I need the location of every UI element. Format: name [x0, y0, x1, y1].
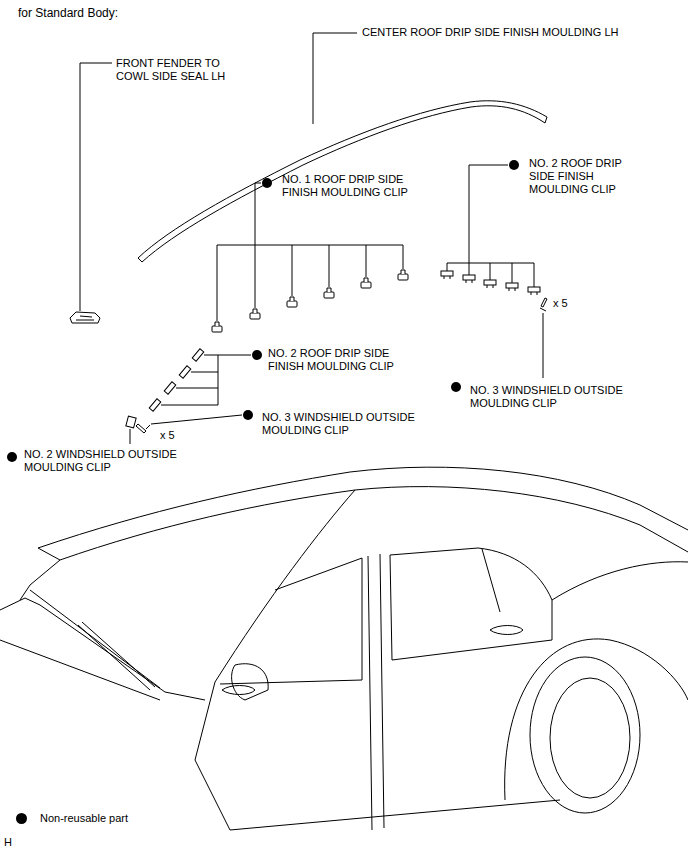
- diagram-title: for Standard Body:: [18, 6, 118, 20]
- clip: [250, 309, 260, 319]
- non-reusable-dot: [262, 178, 272, 188]
- part-name: NO. 3 WINDSHIELD OUTSIDE MOULDING CLIP: [262, 411, 442, 437]
- car-line: [60, 487, 688, 560]
- car-line: [30, 590, 160, 688]
- clip: [506, 283, 518, 291]
- clip: [441, 271, 453, 279]
- part-name: NO. 3 WINDSHIELD OUTSIDE MOULDING CLIP: [470, 384, 650, 410]
- leader-line: [80, 63, 112, 311]
- car-line: [505, 639, 688, 800]
- leader-line: [255, 183, 261, 245]
- non-reusable-dot: [451, 382, 461, 392]
- car-line: [482, 549, 500, 612]
- leader-line: [217, 245, 403, 321]
- clip: [126, 416, 136, 428]
- car-line: [390, 548, 552, 660]
- clip: [398, 270, 408, 280]
- car-illustration: [0, 467, 688, 830]
- car-line: [0, 598, 205, 700]
- figure-code: H: [4, 836, 24, 849]
- leader-line: [130, 429, 131, 444]
- car-line: [552, 562, 688, 600]
- wheel: [550, 678, 630, 798]
- clip: [324, 288, 334, 298]
- clip: [164, 382, 176, 394]
- roof-moulding: [138, 101, 547, 258]
- legend-dot: [16, 813, 27, 824]
- part-name: CENTER ROOF DRIP SIDE FINISH MOULDING LH: [362, 26, 682, 39]
- leader-line: [313, 33, 357, 124]
- car-line: [220, 558, 362, 684]
- clip: [484, 280, 496, 288]
- clip: [179, 366, 191, 378]
- legend-text: Non-reusable part: [40, 812, 128, 825]
- clip-group: [149, 349, 204, 411]
- car-line: [195, 682, 560, 830]
- leader-line: [543, 313, 544, 378]
- clip: [528, 287, 540, 295]
- leader-line: [447, 263, 534, 287]
- quantity: x 5: [553, 297, 583, 310]
- part-name: FRONT FENDER TO COWL SIDE SEAL LH: [116, 57, 241, 83]
- clip: [287, 297, 297, 307]
- part-name: NO. 2 ROOF DRIP SIDE FINISH MOULDING CLI…: [529, 157, 634, 196]
- leader-line: [151, 415, 242, 424]
- pin-clip: [136, 424, 150, 433]
- quantity: x 5: [160, 429, 190, 442]
- clip: [149, 399, 161, 411]
- door-handle: [222, 686, 255, 695]
- legend-item: Non-reusable part: [16, 812, 128, 825]
- car-line: [78, 622, 155, 690]
- car-line: [368, 554, 384, 830]
- clip: [192, 349, 204, 361]
- part-name: NO. 2 ROOF DRIP SIDE FINISH MOULDING CLI…: [268, 347, 408, 373]
- leader-line: [469, 165, 508, 263]
- wheel: [530, 657, 640, 813]
- non-reusable-dot: [7, 452, 17, 462]
- clip: [463, 275, 475, 283]
- pin-clip: [540, 298, 547, 311]
- car-line: [20, 548, 60, 600]
- clip: [212, 322, 222, 332]
- roof-moulding: [142, 106, 545, 262]
- part-name: NO. 1 ROOF DRIP SIDE FINISH MOULDING CLI…: [282, 173, 422, 199]
- part-name: NO. 2 WINDSHIELD OUTSIDE MOULDING CLIP: [24, 448, 204, 474]
- leader-line: [161, 355, 251, 405]
- roof-moulding-end: [138, 117, 547, 262]
- leader-line: [217, 245, 403, 246]
- clip: [361, 278, 371, 288]
- fender-seal: [70, 312, 100, 323]
- non-reusable-dot: [243, 410, 253, 420]
- door-handle: [490, 626, 523, 635]
- non-reusable-dot: [509, 160, 519, 170]
- non-reusable-dot: [252, 350, 262, 360]
